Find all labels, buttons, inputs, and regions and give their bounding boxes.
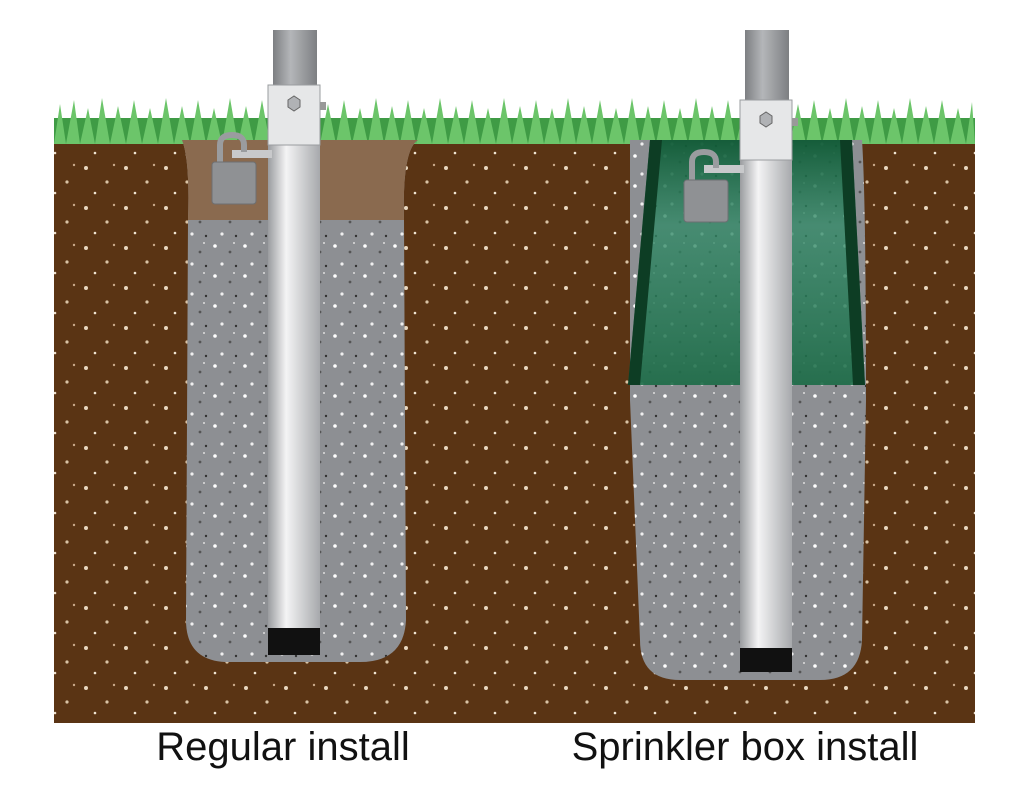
padlock-icon [211,131,257,205]
padlock-icon [683,148,729,223]
post-end-cap [740,648,792,672]
sprinkler-box-install-label: Sprinkler box install [571,725,919,769]
regular-install-label: Regular install [156,725,410,769]
sprinkler-box-install-post [704,30,798,672]
post-end-cap [268,628,320,655]
regular-install-post [232,30,326,655]
grass-strip [54,98,975,144]
